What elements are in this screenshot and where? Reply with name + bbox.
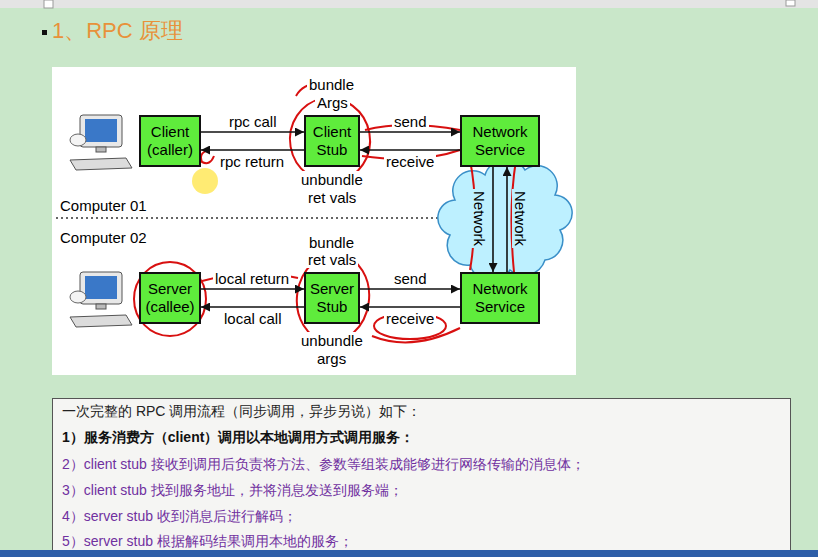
stub-note: unbundle <box>299 171 365 188</box>
stub-note: bundle <box>307 234 356 251</box>
process-box: Network Service <box>460 272 540 324</box>
box-text: Server (callee) <box>145 280 195 316</box>
edge-label: send <box>392 270 429 287</box>
process-box: Network Service <box>460 115 540 167</box>
machine-label: Computer 02 <box>58 229 149 246</box>
stub-note: ret vals <box>306 251 358 268</box>
stub-note: args <box>315 350 348 367</box>
diagram-ground <box>52 67 576 375</box>
network-label: Network <box>471 189 488 248</box>
stub-note: Args <box>315 94 350 111</box>
bullet <box>42 30 47 35</box>
process-box: Client Stub <box>304 115 360 167</box>
note-line: 一次完整的 RPC 调用流程（同步调用，异步另说）如下： <box>62 402 421 420</box>
note-line: 3）client stub 找到服务地址，并将消息发送到服务端； <box>62 481 403 499</box>
text-panel <box>53 399 791 557</box>
arrow-connector <box>201 288 304 290</box>
edge-label: receive <box>384 310 436 327</box>
process-box: Server Stub <box>304 272 360 324</box>
stub-note: unbundle <box>299 332 365 349</box>
process-box: Server (callee) <box>139 272 201 324</box>
stub-note: bundle <box>307 76 356 93</box>
box-text: Network Service <box>466 123 534 159</box>
edge-label: rpc return <box>218 153 286 170</box>
network-cloud <box>438 159 572 281</box>
edge-label: local return <box>213 270 291 287</box>
edge-label: local call <box>222 310 284 327</box>
arrow-connector <box>201 306 304 308</box>
computer-icon <box>70 115 132 170</box>
title: 1、RPC 原理 <box>52 17 183 45</box>
top-icon <box>786 0 795 6</box>
arrow-connector <box>506 167 508 272</box>
note-line: 2）client stub 接收到调用后负责将方法、参数等组装成能够进行网络传输… <box>62 455 585 473</box>
edge-label: send <box>392 113 429 130</box>
edge-label: rpc call <box>227 113 279 130</box>
bottom-bar <box>0 550 818 557</box>
top-bar <box>0 0 818 8</box>
box-text: Server Stub <box>310 280 354 316</box>
process-box: Client (caller) <box>139 115 201 167</box>
edge-label: receive <box>384 153 436 170</box>
note-line: 4）server stub 收到消息后进行解码； <box>62 507 297 525</box>
arrow-connector <box>360 149 460 151</box>
arrow-connector <box>492 167 494 272</box>
cursor-highlight <box>192 168 218 194</box>
box-text: Network Service <box>466 280 534 316</box>
box-text: Client (caller) <box>145 123 195 159</box>
top-icon <box>44 0 53 8</box>
note-line: 1）服务消费方（client）调用以本地调用方式调用服务： <box>62 428 414 446</box>
arrow-connector <box>360 131 460 133</box>
arrow-connector <box>360 288 460 290</box>
red-annotation <box>134 84 516 347</box>
machine-label: Computer 01 <box>58 197 149 214</box>
arrow-connector <box>201 149 304 151</box>
note-line: 5）server stub 根据解码结果调用本地的服务； <box>62 532 353 550</box>
network-label: Network <box>512 189 529 248</box>
stub-note: ret vals <box>306 189 358 206</box>
box-text: Client Stub <box>310 123 354 159</box>
computer-icon <box>70 272 132 327</box>
arrow-connector <box>201 131 304 133</box>
arrow-connector <box>360 306 460 308</box>
